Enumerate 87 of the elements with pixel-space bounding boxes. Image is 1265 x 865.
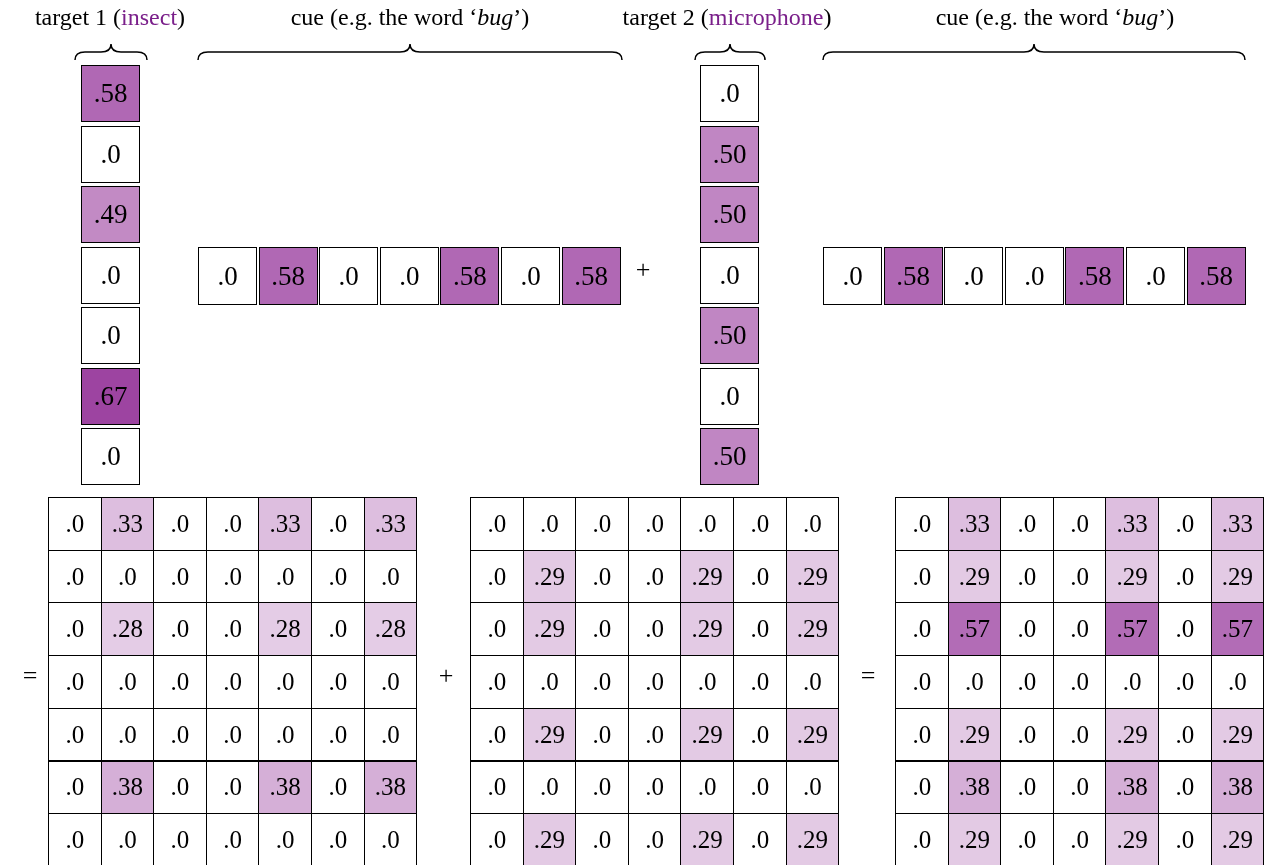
value-cell: .0 (81, 307, 140, 364)
value-cell: .29 (522, 549, 577, 604)
value-cell: .0 (470, 707, 524, 762)
value-cell: .29 (785, 549, 840, 604)
value-cell: .58 (561, 247, 621, 305)
value-cell: .38 (363, 760, 418, 815)
value-cell: .0 (944, 247, 1004, 305)
value-cell: .0 (1126, 247, 1185, 305)
value-cell: .0 (81, 246, 140, 304)
value-cell: .38 (100, 760, 155, 815)
value-cell: .29 (680, 707, 734, 762)
value-cell: .58 (440, 247, 500, 305)
value-cell: .0 (700, 367, 759, 425)
value-cell: .58 (81, 65, 140, 122)
value-cell: .0 (700, 65, 759, 122)
value-cell: .38 (1105, 760, 1159, 815)
value-cell: .57 (1210, 602, 1265, 657)
value-cell: .33 (1210, 497, 1265, 551)
value-cell: .0 (48, 497, 102, 551)
value-cell: .38 (1210, 760, 1265, 815)
value-cell: .0 (470, 497, 524, 551)
value-cell: .29 (1105, 813, 1159, 865)
value-cell: .50 (700, 307, 759, 364)
value-cell: .28 (100, 602, 155, 657)
column-heading: cue (e.g. the word ‘bug’) (935, 4, 1175, 31)
column-heading: target 1 (insect) (34, 4, 186, 31)
value-cell: .0 (895, 760, 949, 815)
value-cell: .0 (700, 246, 759, 304)
value-cell: .0 (895, 707, 949, 762)
value-cell: .29 (522, 707, 577, 762)
value-cell: .0 (81, 125, 140, 183)
value-cell: .57 (947, 602, 1002, 657)
value-cell: .58 (1186, 247, 1246, 305)
value-cell: .29 (680, 602, 734, 657)
value-cell: .0 (363, 707, 418, 762)
operator-symbol: + (438, 661, 454, 691)
value-cell: .0 (379, 247, 439, 305)
value-cell: .0 (48, 760, 102, 815)
value-cell: .28 (363, 602, 418, 657)
value-cell: .29 (785, 707, 840, 762)
value-cell: .29 (522, 813, 577, 865)
column-heading: target 2 (microphone) (622, 4, 832, 31)
value-cell: .0 (823, 247, 882, 305)
value-cell: .0 (785, 497, 840, 551)
value-cell: .29 (1105, 549, 1159, 604)
value-cell: .0 (895, 497, 949, 551)
value-cell: .29 (785, 813, 840, 865)
value-cell: .50 (700, 428, 759, 485)
value-cell: .33 (1105, 497, 1159, 551)
value-cell: .38 (258, 760, 312, 815)
operator-symbol: + (635, 255, 651, 285)
value-cell: .29 (680, 813, 734, 865)
operator-symbol: = (22, 661, 38, 691)
value-cell: .29 (522, 602, 577, 657)
value-cell: .58 (258, 247, 318, 305)
value-cell: .50 (700, 186, 759, 243)
value-cell: .33 (258, 497, 312, 551)
value-cell: .50 (700, 125, 759, 183)
value-cell: .0 (470, 760, 524, 815)
value-cell: .0 (198, 247, 257, 305)
value-cell: .29 (1210, 549, 1265, 604)
value-cell: .67 (81, 367, 140, 425)
value-cell: .29 (1210, 707, 1265, 762)
operator-symbol: = (860, 661, 876, 691)
value-cell: .29 (947, 707, 1002, 762)
value-cell: .33 (100, 497, 155, 551)
value-cell: .33 (363, 497, 418, 551)
value-cell: .29 (947, 549, 1002, 604)
value-cell: .0 (785, 760, 840, 815)
value-cell: .28 (258, 602, 312, 657)
value-cell: .33 (947, 497, 1002, 551)
value-cell: .29 (947, 813, 1002, 865)
value-cell: .29 (1210, 813, 1265, 865)
value-cell: .58 (883, 247, 943, 305)
value-cell: .0 (1004, 247, 1064, 305)
column-heading: cue (e.g. the word ‘bug’) (290, 4, 530, 31)
value-cell: .57 (1105, 602, 1159, 657)
value-cell: .58 (1065, 247, 1125, 305)
value-cell: .0 (501, 247, 560, 305)
value-cell: .29 (680, 549, 734, 604)
value-cell: .49 (81, 186, 140, 243)
value-cell: .29 (785, 602, 840, 657)
value-cell: .38 (947, 760, 1002, 815)
value-cell: .0 (48, 707, 102, 762)
value-cell: .29 (1105, 707, 1159, 762)
value-cell: .0 (319, 247, 379, 305)
value-cell: .0 (81, 428, 140, 485)
